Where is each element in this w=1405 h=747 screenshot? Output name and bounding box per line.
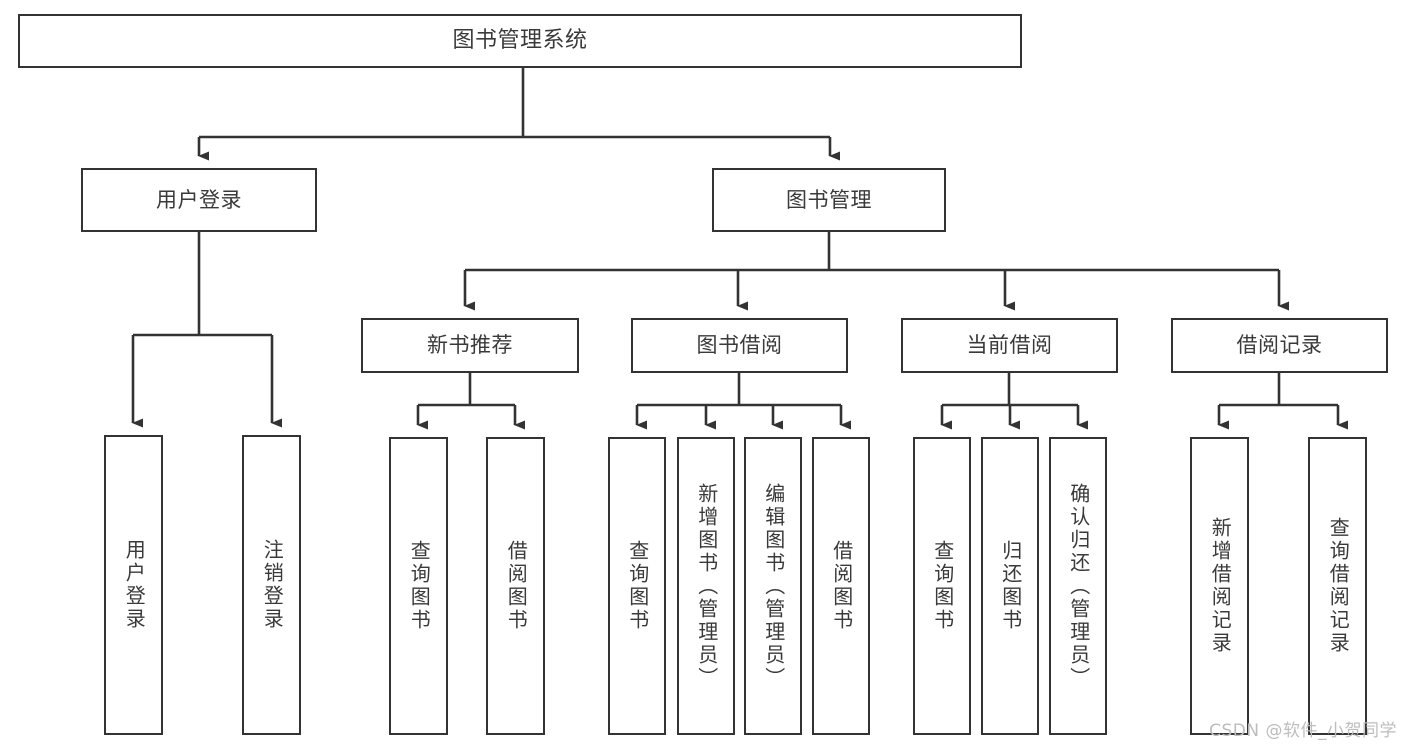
leaf-query-borrow-record-label: 查询借阅记录 <box>1326 517 1351 655</box>
node-book-borrow-label: 图书借阅 <box>696 333 783 358</box>
leaf-edit-book-admin-label: 编辑图书（管理员） <box>761 482 786 690</box>
node-book-borrow[interactable]: 图书借阅 <box>631 318 848 373</box>
leaf-add-book-admin-label: 新增图书（管理员） <box>694 482 719 690</box>
leaf-add-borrow-record[interactable]: 新增借阅记录 <box>1190 437 1249 735</box>
leaf-borrow-book-label: 借阅图书 <box>829 540 854 632</box>
leaf-query-book-newbook[interactable]: 查询图书 <box>389 437 448 735</box>
leaf-borrow-book[interactable]: 借阅图书 <box>812 437 870 735</box>
leaf-query-borrow-record[interactable]: 查询借阅记录 <box>1308 437 1367 735</box>
leaf-add-book-admin[interactable]: 新增图书（管理员） <box>677 437 735 735</box>
leaf-user-login-label: 用户登录 <box>122 539 147 631</box>
leaf-query-book-current-label: 查询图书 <box>930 540 955 632</box>
leaf-add-borrow-record-label: 新增借阅记录 <box>1208 517 1233 655</box>
leaf-logout-label: 注销登录 <box>260 539 285 631</box>
leaf-return-book[interactable]: 归还图书 <box>981 437 1039 735</box>
node-borrow-record[interactable]: 借阅记录 <box>1171 318 1388 373</box>
leaf-confirm-return-admin[interactable]: 确认归还（管理员） <box>1049 437 1107 735</box>
node-current-borrow-label: 当前借阅 <box>966 333 1053 358</box>
edges-borrow-to-leaves <box>635 373 851 430</box>
node-new-book-recommend[interactable]: 新书推荐 <box>361 318 579 373</box>
leaf-borrow-book-newbook[interactable]: 借阅图书 <box>486 437 545 735</box>
edges-newbook-to-leaves <box>416 373 525 430</box>
leaf-query-book-borrow[interactable]: 查询图书 <box>608 437 666 735</box>
edges-current-to-leaves <box>940 373 1088 430</box>
edges-bookmgmt-to-level3 <box>463 232 1289 311</box>
leaf-logout[interactable]: 注销登录 <box>242 435 301 735</box>
leaf-edit-book-admin[interactable]: 编辑图书（管理员） <box>744 437 802 735</box>
node-new-book-recommend-label: 新书推荐 <box>427 333 513 358</box>
edges-record-to-leaves <box>1217 373 1348 430</box>
leaf-user-login[interactable]: 用户登录 <box>104 435 163 735</box>
leaf-return-book-label: 归还图书 <box>998 540 1023 632</box>
leaf-query-book-current[interactable]: 查询图书 <box>913 437 971 735</box>
edges-root-to-level2 <box>197 68 840 161</box>
leaf-query-book-newbook-label: 查询图书 <box>407 540 432 632</box>
node-user-login-label: 用户登录 <box>156 187 242 212</box>
node-user-login[interactable]: 用户登录 <box>81 168 317 232</box>
node-current-borrow[interactable]: 当前借阅 <box>901 318 1118 373</box>
node-borrow-record-label: 借阅记录 <box>1236 333 1323 358</box>
leaf-confirm-return-admin-label: 确认归还（管理员） <box>1066 482 1091 690</box>
leaf-borrow-book-newbook-label: 借阅图书 <box>504 540 529 632</box>
node-book-management[interactable]: 图书管理 <box>712 168 946 232</box>
leaf-query-book-borrow-label: 查询图书 <box>625 540 650 632</box>
edges-userlogin-to-leaves <box>131 232 282 428</box>
watermark-text: CSDN @软件_小贺同学 <box>1209 721 1397 741</box>
node-root[interactable]: 图书管理系统 <box>18 14 1022 68</box>
node-book-management-label: 图书管理 <box>786 187 872 212</box>
node-root-label: 图书管理系统 <box>452 27 588 53</box>
